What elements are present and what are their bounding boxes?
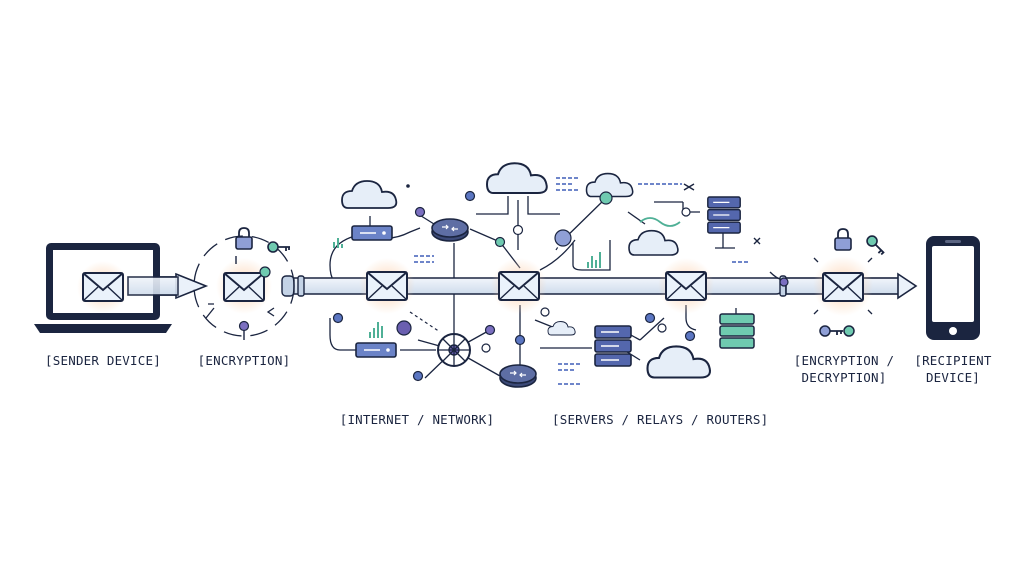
server-rack-icon: [594, 325, 632, 367]
check-icon: [259, 266, 271, 278]
switch-icon: [351, 225, 393, 241]
server-rack-icon: [707, 196, 741, 234]
switch-icon: [355, 342, 397, 358]
smartphone-icon: [926, 236, 980, 340]
cloud-icon: [628, 229, 679, 256]
padlock-icon: [235, 227, 253, 250]
router-icon: [499, 364, 537, 388]
key-icon: [819, 325, 855, 337]
recipient-label-line2: DEVICE]: [925, 370, 981, 385]
key-icon: [864, 233, 889, 258]
recipient-label-line1: [RECIPIENT: [914, 353, 992, 368]
server-rack-icon: [719, 313, 755, 349]
decryption-label: [ENCRYPTION / DECRYPTION]: [788, 352, 900, 386]
padlock-icon: [834, 228, 852, 251]
cloud-icon: [341, 180, 398, 209]
encryption-stage: [193, 227, 295, 340]
network-label: [INTERNET / NETWORK]: [339, 412, 495, 427]
recipient-device-label: [RECIPIENT DEVICE]: [908, 352, 998, 386]
sender-device-label: [SENDER DEVICE]: [45, 353, 161, 368]
decryption-stage: [813, 228, 889, 337]
envelope-icon: [359, 258, 415, 314]
envelope-icon: [658, 258, 714, 314]
router-icon: [431, 218, 469, 242]
servers-label: [SERVERS / RELAYS / ROUTERS]: [552, 412, 769, 427]
decryption-label-line2: DECRYPTION]: [801, 370, 887, 385]
decryption-label-line1: [ENCRYPTION /: [793, 353, 895, 368]
cloud-icon: [646, 345, 712, 379]
envelope-icon: [491, 258, 547, 314]
network-hub-icon: [437, 333, 471, 367]
cloud-icon: [486, 162, 548, 194]
encryption-label: [ENCRYPTION]: [197, 353, 291, 368]
